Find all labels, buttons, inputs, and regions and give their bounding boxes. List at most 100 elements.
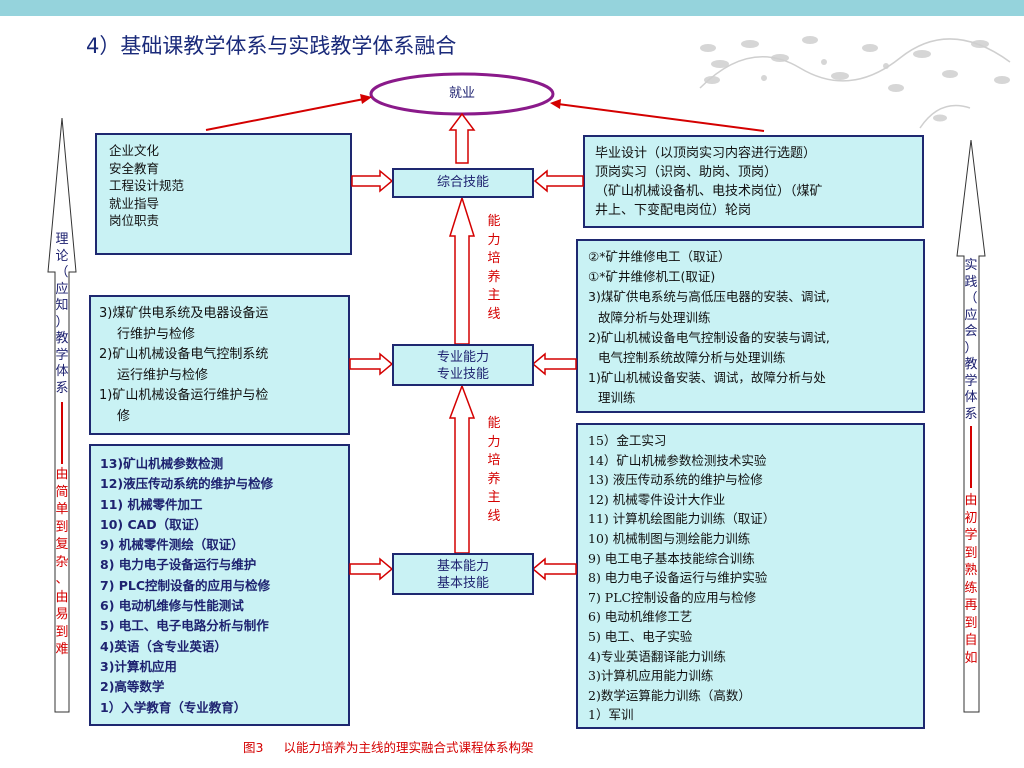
list-item: 10) CAD（取证） xyxy=(100,516,207,532)
char: 、 xyxy=(55,572,69,587)
list-item: 2)高等数学 xyxy=(100,679,165,695)
list-item: 电气控制系统故障分析与处理训练 xyxy=(598,350,786,366)
list-item: 毕业设计（以顶岗实习内容进行选题） xyxy=(595,146,817,161)
char: 复 xyxy=(55,537,69,552)
node-zhuanye: 专业能力 专业技能 xyxy=(392,344,534,386)
char: 系 xyxy=(964,406,978,422)
node-jiben-line1: 基本能力 xyxy=(436,559,489,574)
jiuye-label: 就业 xyxy=(448,86,475,101)
list-item: 12) 机械零件设计大作业 xyxy=(588,491,726,507)
list-item: 4)英语（含专业英语） xyxy=(100,638,227,654)
char: 易 xyxy=(55,607,69,622)
char: 到 xyxy=(964,615,978,631)
list-item: 6) 电动机维修与性能测试 xyxy=(100,598,244,614)
node-zonghe: 综合技能 xyxy=(392,168,534,198)
char: 学 xyxy=(964,373,978,389)
list-item: 8) 电力电子设备运行与维护 xyxy=(100,557,257,573)
node-zhuanye-line2: 专业技能 xyxy=(436,367,489,382)
char: 难 xyxy=(55,642,69,657)
list-item: 3)计算机应用 xyxy=(100,658,177,674)
char: 力 xyxy=(487,232,501,248)
top-accent-bar xyxy=(0,0,1024,16)
list-item: 2)矿山机械设备电气控制设备的安装与调试, xyxy=(588,329,830,345)
char: 如 xyxy=(964,650,978,666)
right-axis-divider xyxy=(970,426,972,488)
char: 践 xyxy=(964,274,978,290)
char: 实 xyxy=(964,258,978,273)
list-item: 5) 电工、电子电路分析与制作 xyxy=(100,618,269,634)
char: 主 xyxy=(487,288,501,303)
char: 到 xyxy=(55,519,69,535)
char: 体 xyxy=(55,364,69,379)
char: 培 xyxy=(487,453,501,468)
box-mid-right: ②*矿井维修电工（取证） ①*矿井维修机工(取证) 3)煤矿供电系统与高低压电器… xyxy=(576,239,925,413)
char: 线 xyxy=(487,508,501,524)
char: 到 xyxy=(964,545,978,561)
char: 能 xyxy=(487,416,501,431)
list-item: 8) 电力电子设备运行与维护实验 xyxy=(588,570,768,586)
list-item: 行维护与检修 xyxy=(117,326,196,342)
char: 理 xyxy=(55,232,69,247)
char: 初 xyxy=(964,510,978,526)
list-item: 7) PLC控制设备的应用与检修 xyxy=(588,589,757,605)
char: ） xyxy=(55,314,69,330)
list-item: 1）军训 xyxy=(588,707,634,723)
char: 单 xyxy=(55,502,69,517)
char: 杂 xyxy=(55,554,69,570)
char: 由 xyxy=(964,493,978,508)
node-zonghe-label: 综合技能 xyxy=(436,175,489,190)
left-axis-divider xyxy=(61,402,63,464)
list-item: 工程设计规范 xyxy=(109,178,185,193)
list-item: 7) PLC控制设备的应用与检修 xyxy=(100,577,271,593)
main-line-label-upper: 能 力 培 养 主 线 xyxy=(486,213,502,324)
char: 应 xyxy=(964,307,978,323)
list-item: 10) 机械制图与测绘能力训练 xyxy=(588,530,751,546)
char: 论 xyxy=(55,248,69,264)
list-item: 13) 液压传动系统的维护与检修 xyxy=(588,472,763,488)
char: 培 xyxy=(487,251,501,266)
list-item: 修 xyxy=(117,408,131,424)
char: 简 xyxy=(55,484,69,500)
caption-figure-number: 图3 xyxy=(243,740,264,755)
char: 养 xyxy=(487,471,501,487)
list-item: 1)矿山机械设备运行维护与检 xyxy=(99,388,269,403)
node-jiben-line2: 基本技能 xyxy=(436,576,489,591)
list-item: 14）矿山机械参数检测技术实验 xyxy=(588,452,767,468)
list-item: 3)煤矿供电系统及电器设备运 xyxy=(99,306,269,321)
list-item: 3)计算机应用能力训练 xyxy=(588,668,714,684)
list-item: 故障分析与处理训练 xyxy=(598,309,711,325)
char: 应 xyxy=(55,281,69,297)
list-item: 9) 机械零件测绘（取证） xyxy=(100,537,244,553)
char: 教 xyxy=(55,331,69,346)
char: （ xyxy=(964,291,978,306)
right-axis-label: 实 践 （ 应 会 ） 教 学 体 系 xyxy=(963,258,979,423)
char: 教 xyxy=(964,357,978,372)
left-axis-red-label: 由 简 单 到 复 杂 、 由 易 到 难 xyxy=(54,466,70,659)
char: 学 xyxy=(55,347,69,363)
char: ） xyxy=(964,340,978,356)
char: 熟 xyxy=(964,563,978,578)
node-zhuanye-line1: 专业能力 xyxy=(436,350,489,365)
list-item: 安全教育 xyxy=(109,160,160,176)
list-item: 11) 机械零件加工 xyxy=(100,496,203,512)
char: （ xyxy=(55,265,69,280)
list-item: 12)液压传动系统的维护与检修 xyxy=(100,476,274,492)
char: 系 xyxy=(55,380,69,396)
list-item: 11) 计算机绘图能力训练（取证） xyxy=(588,511,776,527)
char: 力 xyxy=(487,434,501,450)
list-item: ①*矿井维修机工(取证) xyxy=(588,269,716,285)
list-item: （矿山机械设备机、电技术岗位）（煤矿 xyxy=(595,184,823,199)
up-arrow-mid xyxy=(448,195,476,345)
box-bottom-right: 15）金工实习 14）矿山机械参数检测技术实验 13) 液压传动系统的维护与检修… xyxy=(576,423,925,729)
page-title: 4）基础课教学体系与实践教学体系融合 xyxy=(86,34,457,58)
floral-decoration xyxy=(699,36,1011,129)
list-item: 理训练 xyxy=(598,390,636,406)
char: 到 xyxy=(55,624,69,640)
char: 再 xyxy=(964,598,978,613)
box-mid-left: 3)煤矿供电系统及电器设备运 行维护与检修 2)矿山机械设备电气控制系统 运行维… xyxy=(89,295,350,435)
list-item: 就业指导 xyxy=(109,195,160,211)
list-item: 1）入学教育（专业教育） xyxy=(100,699,247,715)
char: 自 xyxy=(964,633,978,648)
char: 练 xyxy=(964,580,978,596)
